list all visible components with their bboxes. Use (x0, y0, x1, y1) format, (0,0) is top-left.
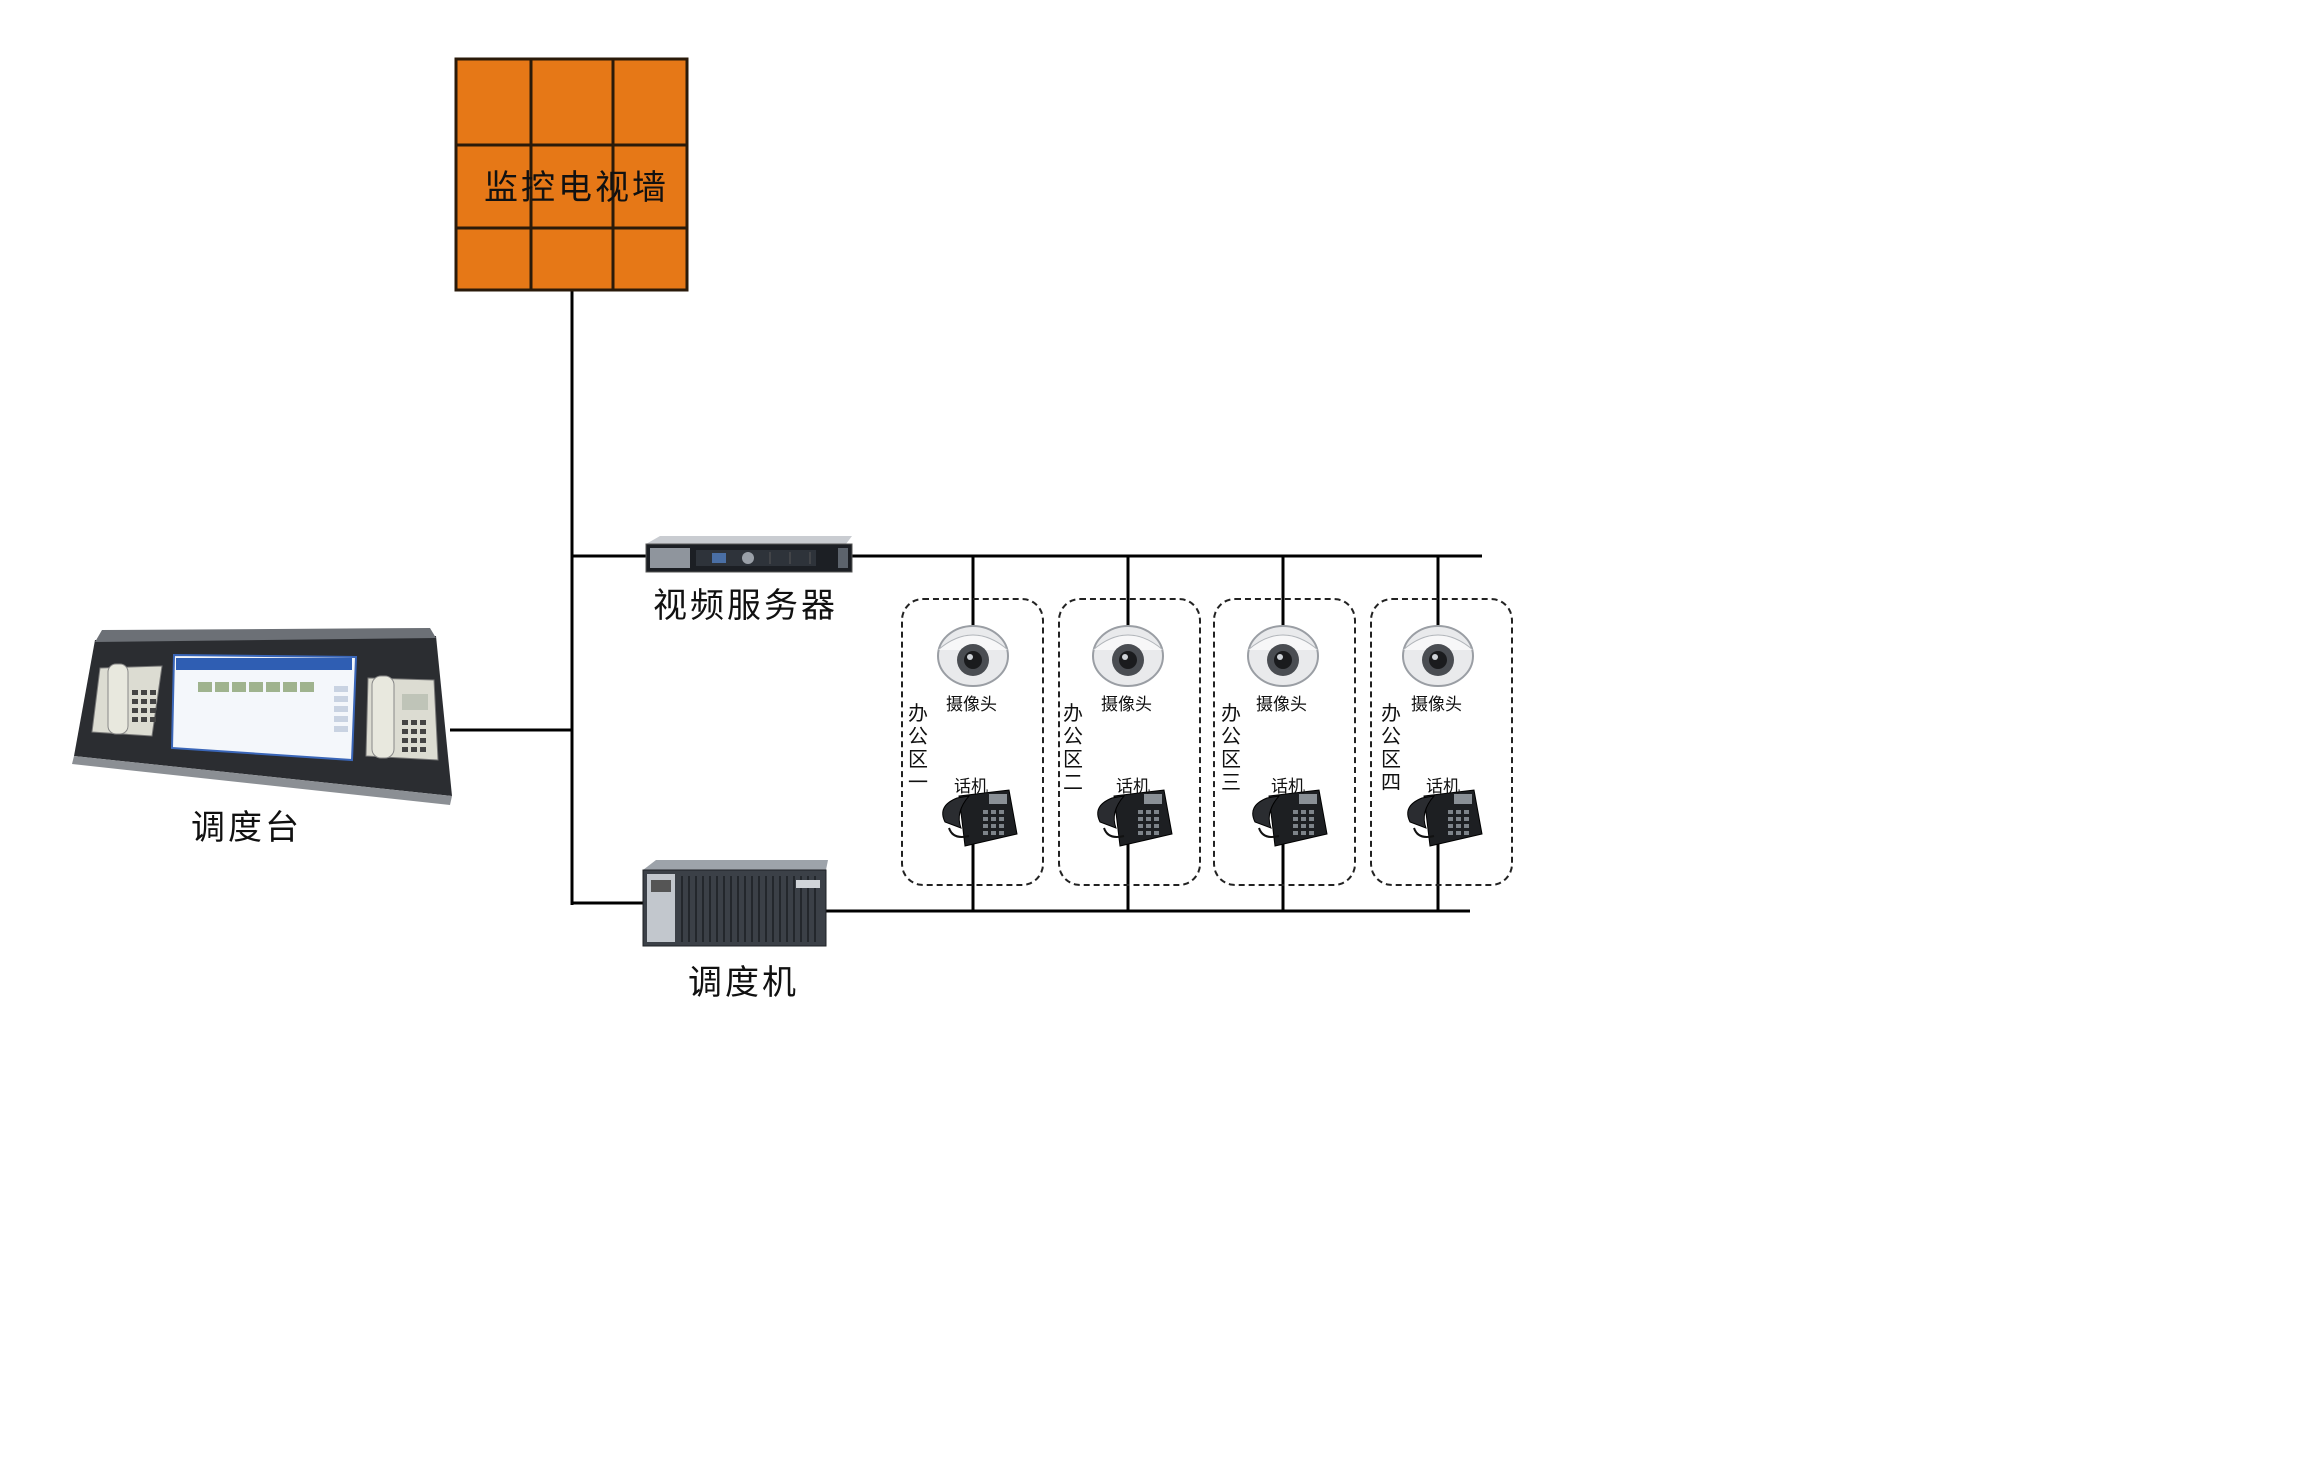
video-server-label: 视频服务器 (653, 586, 838, 626)
phone-label: 话机 (1426, 777, 1460, 797)
zone-box-4 (1370, 598, 1513, 886)
phone-label: 话机 (1116, 777, 1150, 797)
zone-box-2 (1058, 598, 1201, 886)
camera-icon (1247, 625, 1319, 687)
video-wall-label: 监控电视墙 (484, 168, 669, 208)
zone-label: 办公区二 (1063, 701, 1083, 794)
telephone-icon (1252, 789, 1328, 847)
camera-icon (937, 625, 1009, 687)
camera-icon (1092, 625, 1164, 687)
dispatcher-icon (642, 860, 828, 947)
server-icon (645, 536, 853, 573)
telephone-icon (942, 789, 1018, 847)
console-label: 调度台 (191, 808, 302, 848)
console-left-phone (91, 663, 163, 737)
diagram-graphics (72, 57, 1483, 947)
zone-box-3 (1213, 598, 1356, 886)
camera-label: 摄像头 (1101, 695, 1152, 715)
camera-icon (1402, 625, 1474, 687)
video-wall (454, 57, 689, 292)
telephone-icon (1407, 789, 1483, 847)
camera-label: 摄像头 (1411, 695, 1462, 715)
zone-label: 办公区三 (1221, 701, 1241, 794)
system-diagram: 监控电视墙 视频服务器 调度台 调度机 摄像头 话机 办公区一 摄像头 话机 办… (0, 0, 1568, 1006)
telephone-icon (1097, 789, 1173, 847)
camera-label: 摄像头 (1256, 695, 1307, 715)
zone-label: 办公区一 (908, 701, 928, 794)
zone-box-1 (901, 598, 1044, 886)
zone-label: 办公区四 (1381, 701, 1401, 794)
camera-label: 摄像头 (946, 695, 997, 715)
connection-lines (450, 290, 1482, 913)
dispatcher-label: 调度机 (688, 963, 799, 1003)
console-icon (72, 628, 452, 805)
phone-label: 话机 (954, 777, 988, 797)
phone-label: 话机 (1271, 777, 1305, 797)
console-right-phone (365, 675, 439, 761)
